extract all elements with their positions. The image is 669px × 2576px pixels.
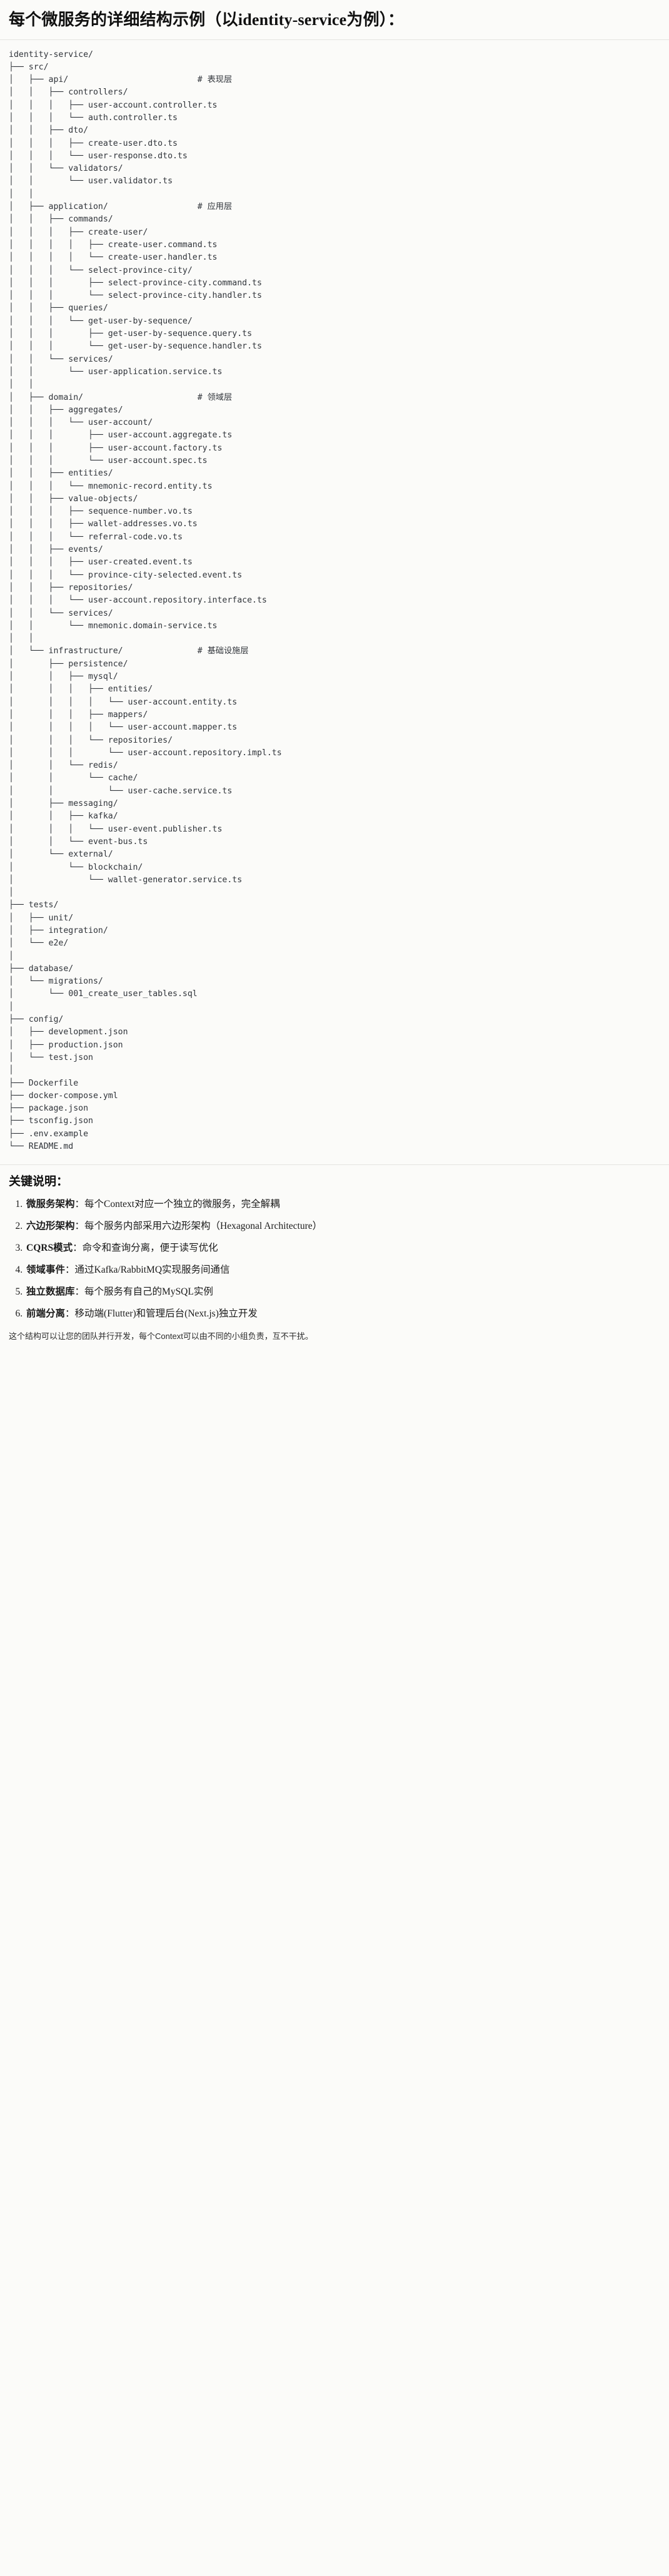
note-separator: ：	[74, 1286, 85, 1297]
note-separator: ：	[74, 1198, 85, 1209]
directory-tree: identity-service/ ├── src/ │ ├── api/ # …	[9, 49, 282, 1152]
note-separator: ：	[73, 1242, 83, 1253]
list-item: 前端分离：移动端(Flutter)和管理后台(Next.js)独立开发	[25, 1306, 660, 1321]
note-term: 前端分离	[26, 1308, 66, 1319]
key-notes-title: 关键说明：	[9, 1175, 69, 1189]
note-term: 微服务架构	[26, 1198, 75, 1209]
note-term: 领域事件	[26, 1264, 66, 1275]
document-page: 每个微服务的详细结构示例（以identity-service为例）： ident…	[0, 0, 669, 1351]
note-description: 通过Kafka/RabbitMQ实现服务间通信	[74, 1264, 230, 1275]
note-description: 每个服务内部采用六边形架构（Hexagonal Architecture）	[84, 1220, 323, 1231]
note-description: 移动端(Flutter)和管理后台(Next.js)独立开发	[74, 1308, 258, 1319]
directory-tree-block: identity-service/ ├── src/ │ ├── api/ # …	[0, 39, 669, 1166]
note-term: 六边形架构	[26, 1220, 75, 1231]
note-separator: ：	[65, 1264, 75, 1275]
list-item: 领域事件：通过Kafka/RabbitMQ实现服务间通信	[25, 1263, 660, 1278]
note-term: CQRS模式	[26, 1242, 73, 1253]
note-term: 独立数据库	[26, 1286, 75, 1297]
note-separator: ：	[74, 1220, 85, 1231]
note-description: 每个服务有自己的MySQL实例	[84, 1286, 213, 1297]
note-description: 命令和查询分离，便于读写优化	[82, 1242, 218, 1253]
key-notes-block: 关键说明： 微服务架构：每个Context对应一个独立的微服务，完全解耦 六边形…	[0, 1165, 669, 1351]
key-notes-footer: 这个结构可以让您的团队并行开发，每个Context可以由不同的小组负责，互不干扰…	[9, 1331, 313, 1341]
list-item: CQRS模式：命令和查询分离，便于读写优化	[25, 1241, 660, 1256]
list-item: 微服务架构：每个Context对应一个独立的微服务，完全解耦	[25, 1197, 660, 1212]
document-header: 每个微服务的详细结构示例（以identity-service为例）：	[0, 0, 669, 40]
key-notes-list: 微服务架构：每个Context对应一个独立的微服务，完全解耦 六边形架构：每个服…	[9, 1197, 660, 1321]
note-separator: ：	[65, 1308, 75, 1319]
note-description: 每个Context对应一个独立的微服务，完全解耦	[84, 1198, 280, 1209]
page-title: 每个微服务的详细结构示例（以identity-service为例）：	[9, 11, 405, 29]
list-item: 独立数据库：每个服务有自己的MySQL实例	[25, 1285, 660, 1300]
list-item: 六边形架构：每个服务内部采用六边形架构（Hexagonal Architectu…	[25, 1219, 660, 1234]
